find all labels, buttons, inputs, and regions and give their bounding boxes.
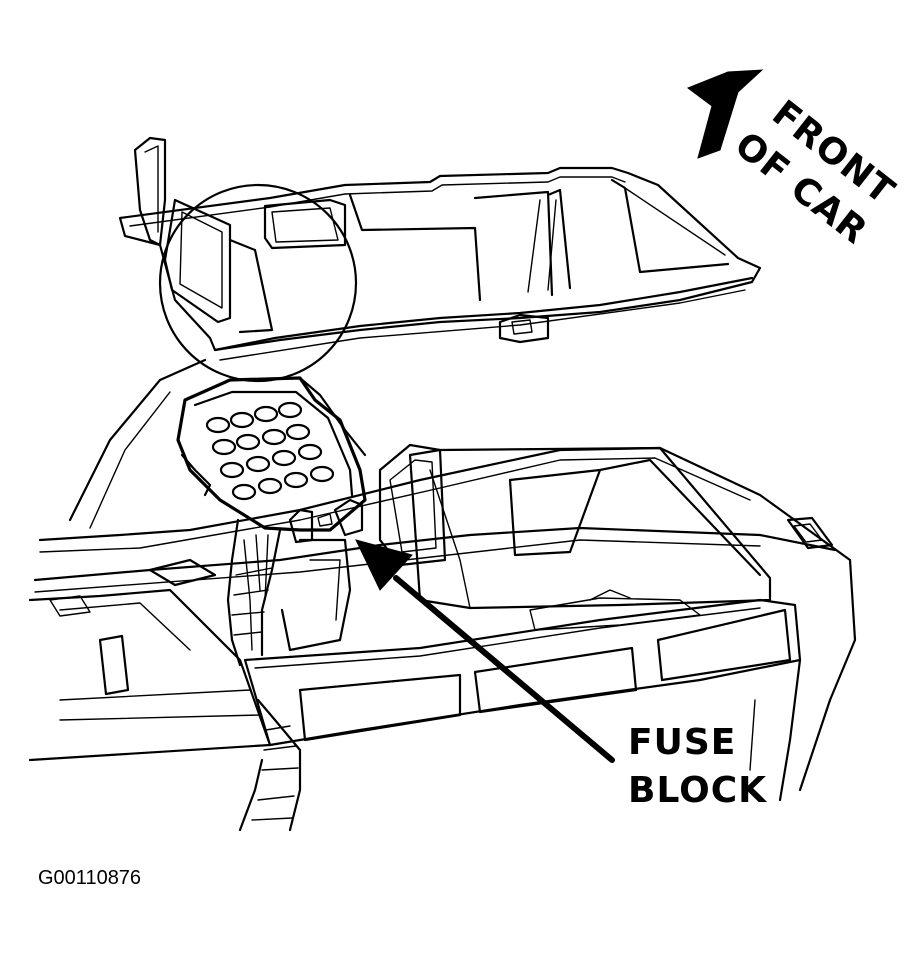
callout-label-line1: FUSE (628, 722, 736, 763)
lid-hinge-bracket (133, 136, 274, 334)
fuse-block-callout-arrow (355, 539, 615, 763)
figure-id: G00110876 (38, 867, 141, 889)
glove-box-lid (118, 166, 762, 361)
instrument-panel (28, 358, 857, 802)
front-of-car-arrow (686, 69, 764, 159)
direction-label: FRONT OF CAR (727, 93, 902, 253)
wiring-harness (226, 518, 352, 832)
detail-circle (158, 183, 358, 383)
fuse-block (176, 376, 367, 544)
fuse-slots (205, 401, 335, 501)
callout-label-line2: BLOCK (628, 770, 767, 811)
